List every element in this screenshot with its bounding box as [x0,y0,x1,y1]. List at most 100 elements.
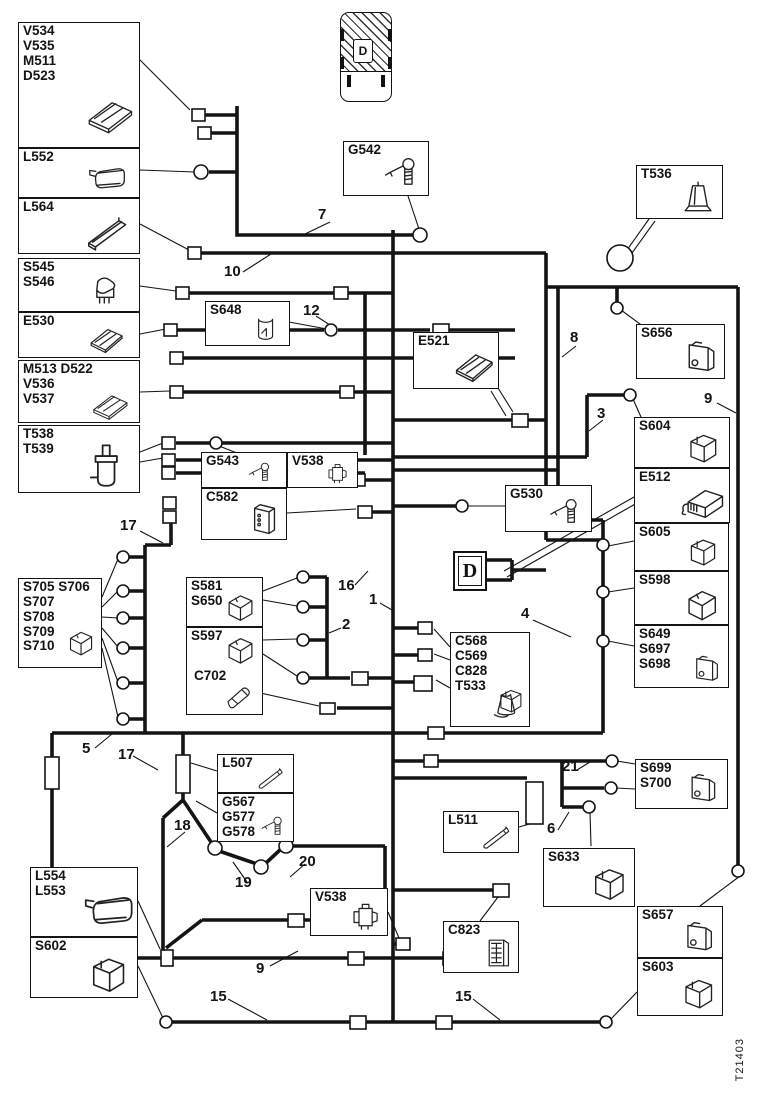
callout-labels: L552 [23,149,54,165]
connector-symbol [161,466,176,480]
component-code: T536 [641,166,672,181]
connector-symbol [169,351,184,365]
wire-number-5: 5 [82,740,91,757]
connector-symbol [511,413,529,428]
component-code: G543 [206,453,240,468]
connector-symbol [731,864,745,878]
component-code: T533 [455,677,486,693]
component-code: D523 [23,67,56,83]
callout-g543: G543 [201,452,287,488]
knob-component-icon [676,180,720,217]
connector-symbol [423,754,439,768]
cube-component-icon [221,632,260,668]
connector-symbol [610,301,624,315]
connector-symbol [296,633,310,647]
d-connector-label: D [458,556,482,586]
callout-labels: V538 [292,453,324,469]
callout-l507: L507 [217,754,294,793]
connector-symbol [191,108,206,122]
wire-segment [235,106,416,237]
connector-symbol [163,323,178,337]
connblock-component-icon [478,935,516,971]
connector-symbol [427,726,445,740]
component-code: S656 [641,325,673,340]
wire-segment [129,555,145,721]
wire-segment [94,221,737,1021]
relay-component-icon [80,954,135,996]
callout-labels: E512 [639,469,671,485]
connector-symbol [296,600,310,614]
connector-symbol [162,496,177,510]
component-code: C568 [455,633,488,648]
component-code: T539 [23,440,54,456]
wire-segment [364,478,456,514]
component-code: L564 [23,199,54,214]
relay-component-icon [493,677,527,725]
connector-symbol [296,570,310,584]
wire-number-1: 1 [369,591,378,608]
cylinder-component-icon [244,313,287,344]
callout-labels: G543 [206,453,240,469]
component-code: S698 [639,655,671,671]
connector-symbol [412,227,428,243]
vehicle-tick [388,57,392,69]
component-code: S700 [640,774,672,790]
connector-symbol [435,1015,453,1030]
component-code: S709 [23,623,55,639]
component-code: G578 [222,823,256,839]
component-code: G530 [510,486,544,501]
connector-symbol [116,676,130,690]
bolt-component-icon [240,462,284,486]
wire-number-9: 9 [256,960,265,977]
callout-l564: L564 [18,198,140,254]
component-code: V536 [23,375,55,391]
vehicle-d-marker: D [353,39,373,63]
wire-number-20: 20 [299,853,316,870]
tube-component-icon [478,822,516,851]
component-code: M513 D522 [23,361,93,376]
relay-side-component-icon [677,339,722,377]
connector-symbol [319,702,336,715]
connector-symbol [417,648,433,662]
callout-l511: L511 [443,811,519,853]
connector-symbol [599,1015,613,1029]
component-code: S649 [639,626,671,641]
connector-symbol [525,781,544,825]
d-connector-box: D [453,551,487,591]
connector-symbol [455,499,469,513]
connector-symbol [417,621,433,635]
component-code: S605 [639,524,671,539]
callout-labels: G542 [348,142,381,158]
lamp-long-component-icon [75,213,137,252]
callout-labels: G530 [510,486,544,502]
connector-symbol [296,671,310,685]
component-code: E512 [639,469,671,484]
component-code: V537 [23,390,55,406]
bolt-component-icon [545,498,589,530]
callout-labels: S602 [35,938,67,954]
component-code: G567 [222,794,256,809]
wire-number-17: 17 [118,746,135,763]
callout-labels: S604 [639,418,671,434]
connector-symbol [596,538,610,552]
callout-s604: S604 [634,417,730,468]
vehicle-location-icon: D [340,12,392,102]
connector-symbol [582,800,596,814]
connector-symbol [193,164,209,180]
callout-c702: C702 [190,668,260,712]
component-code: S581 [191,578,223,593]
wire-segment [393,455,587,472]
callout-s602: S602 [30,937,138,998]
wire-segment [546,285,740,866]
connector-symbol [492,883,510,898]
callout-labels: S648 [210,302,242,318]
connector-symbol [347,951,365,966]
connector-symbol [175,754,191,794]
component-code: G577 [222,808,256,824]
plate-component-icon [452,347,496,387]
